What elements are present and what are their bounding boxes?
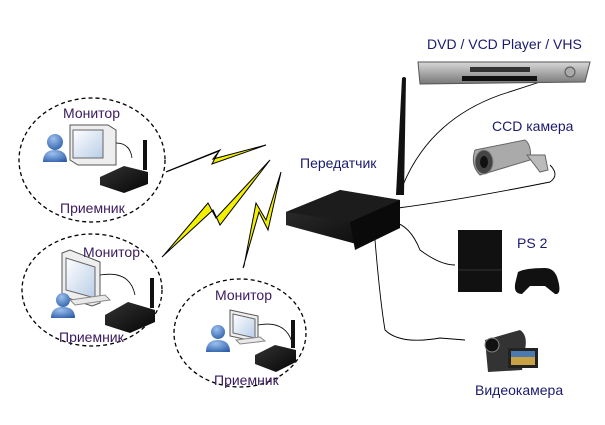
wireless-signal-bolts — [161, 144, 282, 269]
monitor-label-1: Монитор — [63, 105, 120, 121]
receiver-box-icon — [105, 278, 155, 333]
person-icon — [206, 325, 230, 352]
game-console-icon — [458, 230, 502, 292]
receiver-label-3: Приемник — [214, 372, 279, 388]
lightning-bolt-icon — [161, 159, 271, 258]
lightning-bolt-icon — [165, 144, 267, 173]
ccd-camera-label: CCD камера — [492, 118, 574, 134]
receiver-box-icon — [255, 320, 296, 372]
monitor-icon — [69, 124, 117, 166]
cables — [374, 81, 556, 341]
lightning-bolt-icon — [242, 171, 282, 269]
monitor-icon — [229, 309, 267, 345]
dvd-label: DVD / VCD Player / VHS — [427, 36, 582, 52]
person-icon — [43, 134, 67, 162]
monitor-label-2: Монитор — [83, 244, 140, 260]
camcorder-label: Видеокамера — [475, 382, 564, 398]
receiver-group-2 — [21, 233, 163, 347]
receiver-box-icon — [100, 140, 148, 193]
ps2-label: PS 2 — [517, 235, 548, 251]
receiver-group-1 — [18, 97, 166, 223]
dashed-circle — [18, 97, 166, 223]
dashed-circle — [21, 233, 163, 347]
transmitter-device-icon — [286, 77, 406, 250]
gamepad-icon — [514, 268, 560, 295]
receiver-label-2: Приемник — [59, 329, 124, 345]
camcorder-icon — [484, 330, 538, 372]
receiver-label-1: Приемник — [60, 200, 125, 216]
receiver-group-3 — [173, 278, 307, 388]
dvd-player-icon — [417, 61, 591, 85]
monitor-icon — [61, 249, 112, 307]
person-icon — [51, 293, 75, 318]
dashed-circle — [173, 278, 307, 388]
cctv-camera-icon — [472, 139, 549, 176]
transmitter-label: Передатчик — [300, 155, 377, 171]
monitor-label-3: Монитор — [215, 287, 272, 303]
